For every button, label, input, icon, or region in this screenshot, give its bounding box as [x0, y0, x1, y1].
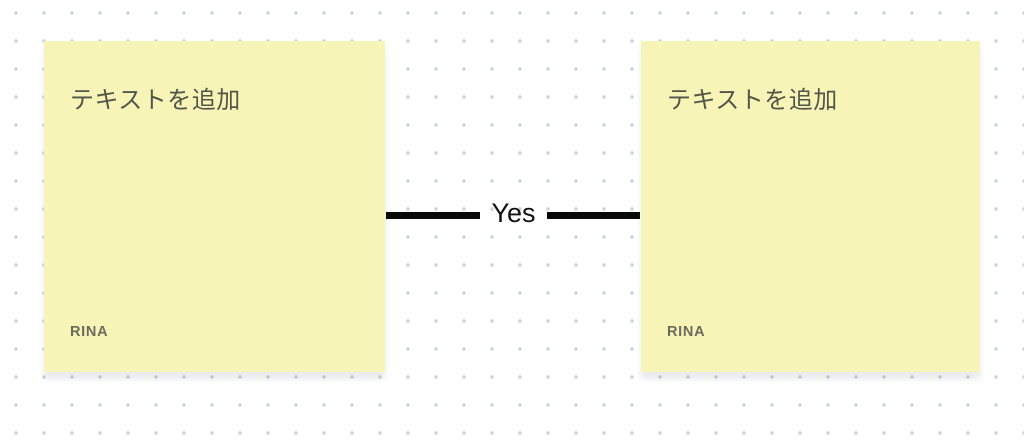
connector-line-right-segment: [546, 211, 640, 219]
card-title-text[interactable]: テキストを追加: [70, 87, 241, 114]
card-title-text[interactable]: テキストを追加: [667, 87, 838, 114]
card-author-tag: RINA: [70, 324, 109, 340]
connector-line-left-segment: [386, 211, 481, 219]
sticky-note-card-1[interactable]: テキストを追加 RINA: [44, 41, 385, 372]
connector-yes[interactable]: Yes: [385, 198, 641, 232]
card-author-tag: RINA: [667, 324, 706, 340]
sticky-note-card-2[interactable]: テキストを追加 RINA: [641, 41, 980, 372]
connector-label[interactable]: Yes: [491, 197, 536, 228]
